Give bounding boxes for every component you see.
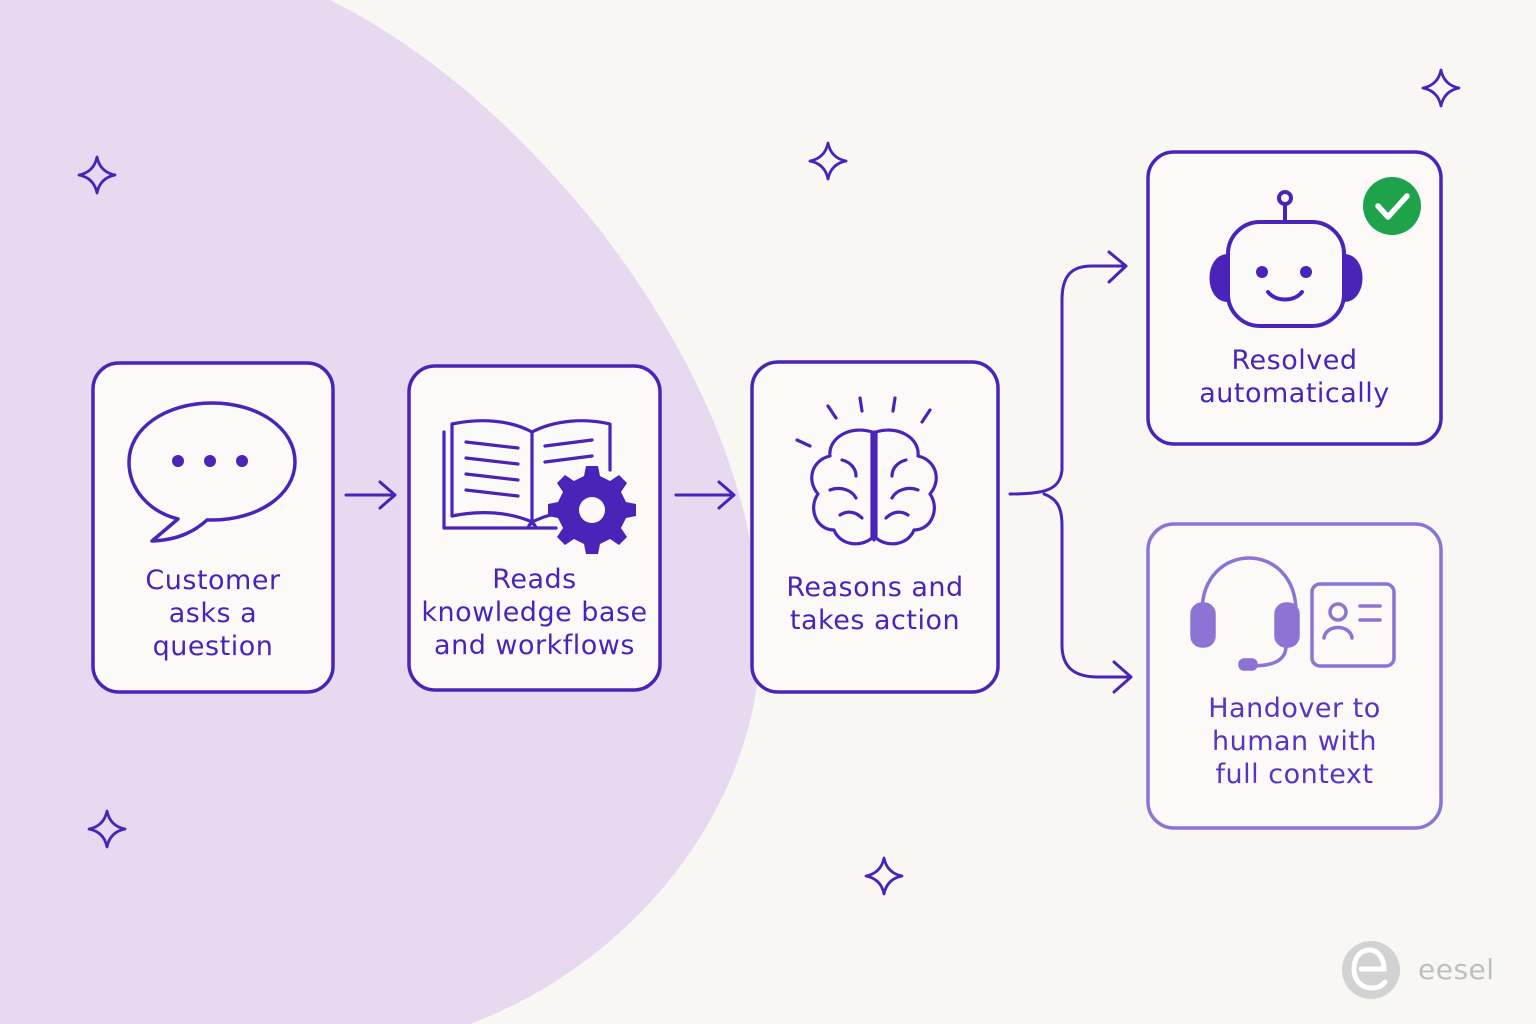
brand-name: eesel (1418, 953, 1495, 986)
outcome-label-resolved: Resolved automatically (1199, 345, 1390, 409)
step-box-ask (91, 361, 335, 694)
sparkle-icon (864, 856, 904, 896)
background-blob (0, 0, 760, 1024)
outcome-label-handover: Handover to human with full context (1208, 693, 1381, 790)
eesel-logo-icon (1342, 941, 1400, 999)
sparkle-icon (77, 155, 117, 195)
brain-icon (795, 396, 938, 546)
step-label-read: Reads knowledge base and workflows (421, 564, 648, 661)
branch-arrow (1008, 250, 1133, 694)
sparkle-icon (87, 809, 127, 849)
arrow-read-to-reason (674, 480, 736, 510)
speech-bubble-icon (127, 401, 297, 543)
outcome-box-handover (1146, 522, 1443, 830)
sparkle-icon (808, 141, 848, 181)
headset-contact-card-icon (1190, 556, 1396, 671)
check-badge-icon (1363, 177, 1421, 235)
sparkle-icon (1421, 68, 1461, 108)
step-label-ask: Customer asks a question (145, 565, 281, 662)
step-label-reason: Reasons and takes action (786, 572, 964, 636)
robot-icon (1209, 190, 1363, 328)
arrow-ask-to-read (344, 480, 397, 510)
book-gear-icon (442, 419, 636, 554)
